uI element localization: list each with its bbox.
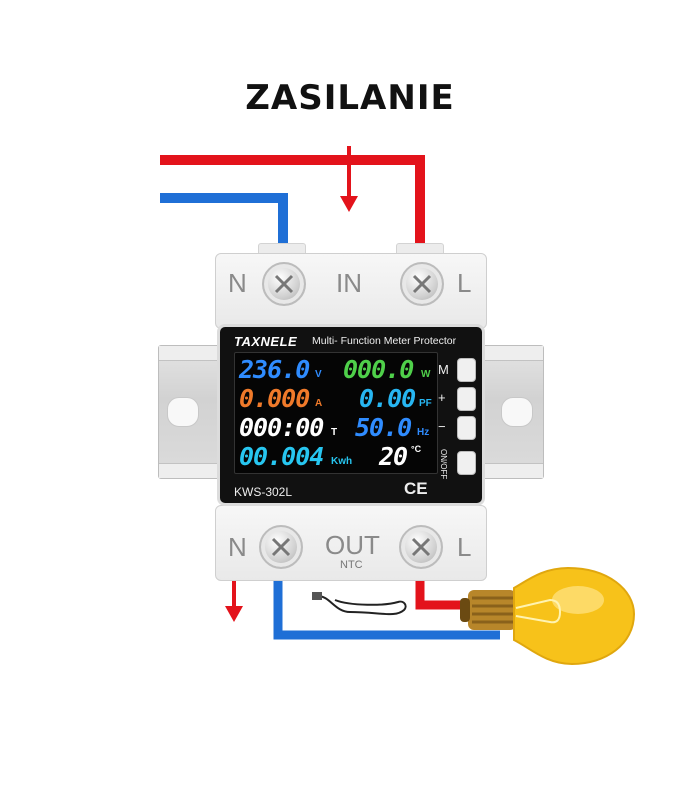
light-bulb-icon xyxy=(460,566,636,666)
power-value: 000.0 xyxy=(343,355,414,384)
terminal-n-input-label: N xyxy=(228,268,247,298)
power-factor-value: 0.00 xyxy=(359,384,416,413)
voltage-value: 236.0 xyxy=(239,355,310,384)
time-value: 000:00 xyxy=(239,413,324,442)
current-value: 0.000 xyxy=(239,384,310,413)
minus-button[interactable] xyxy=(457,416,476,440)
screw-terminal-n-input[interactable] xyxy=(262,262,306,306)
output-arrow-head xyxy=(225,606,243,622)
mode-button[interactable] xyxy=(457,358,476,382)
current-unit: A xyxy=(315,398,323,409)
frequency-unit: Hz xyxy=(417,427,430,438)
screw-terminal-l-input[interactable] xyxy=(400,262,444,306)
screw-terminal-l-output[interactable] xyxy=(399,525,443,569)
terminal-l-output-label: L xyxy=(457,532,472,562)
input-arrow-head xyxy=(340,196,358,212)
terminal-l-input-label: L xyxy=(457,268,472,298)
ce-mark: CE xyxy=(404,479,428,498)
temperature-unit: °C xyxy=(411,444,422,454)
power-unit: W xyxy=(421,369,431,380)
plus-button[interactable] xyxy=(457,387,476,411)
terminal-in-label: IN xyxy=(336,268,362,298)
energy-unit: Kwh xyxy=(331,456,353,467)
ntc-sensor-tip xyxy=(312,592,322,600)
brand-logo: TAXNELE xyxy=(234,334,298,349)
power-button[interactable] xyxy=(457,451,476,475)
lcd-display: 236.0 V 000.0 W 0.000 A 0.00 PF 000:00 T… xyxy=(234,352,438,474)
energy-value: 00.004 xyxy=(239,442,324,471)
frequency-value: 50.0 xyxy=(355,413,412,442)
device-header: Multi- Function Meter Protector xyxy=(312,335,457,347)
live-input-wire xyxy=(160,155,425,255)
voltage-unit: V xyxy=(315,369,322,380)
minus-button-label: − xyxy=(438,419,446,434)
model-number: KWS-302L xyxy=(234,485,293,499)
power-factor-unit: PF xyxy=(419,398,432,409)
mode-button-label: M xyxy=(438,362,449,377)
screw-terminal-n-output[interactable] xyxy=(259,525,303,569)
neutral-output-wire xyxy=(273,575,500,640)
terminal-out-label: OUT xyxy=(325,530,380,560)
ntc-label: NTC xyxy=(340,559,363,571)
plus-button-label: + xyxy=(438,390,446,405)
time-unit: T xyxy=(331,427,338,438)
neutral-input-wire xyxy=(160,193,288,255)
ntc-sensor-cable xyxy=(317,595,407,616)
terminal-n-output-label: N xyxy=(228,532,247,562)
meter-front-panel: TAXNELE Multi- Function Meter Protector … xyxy=(217,324,485,506)
power-button-label: ON/OFF xyxy=(439,449,448,480)
page-title: ZASILANIE xyxy=(245,78,455,118)
temperature-value: 20 xyxy=(379,442,408,471)
